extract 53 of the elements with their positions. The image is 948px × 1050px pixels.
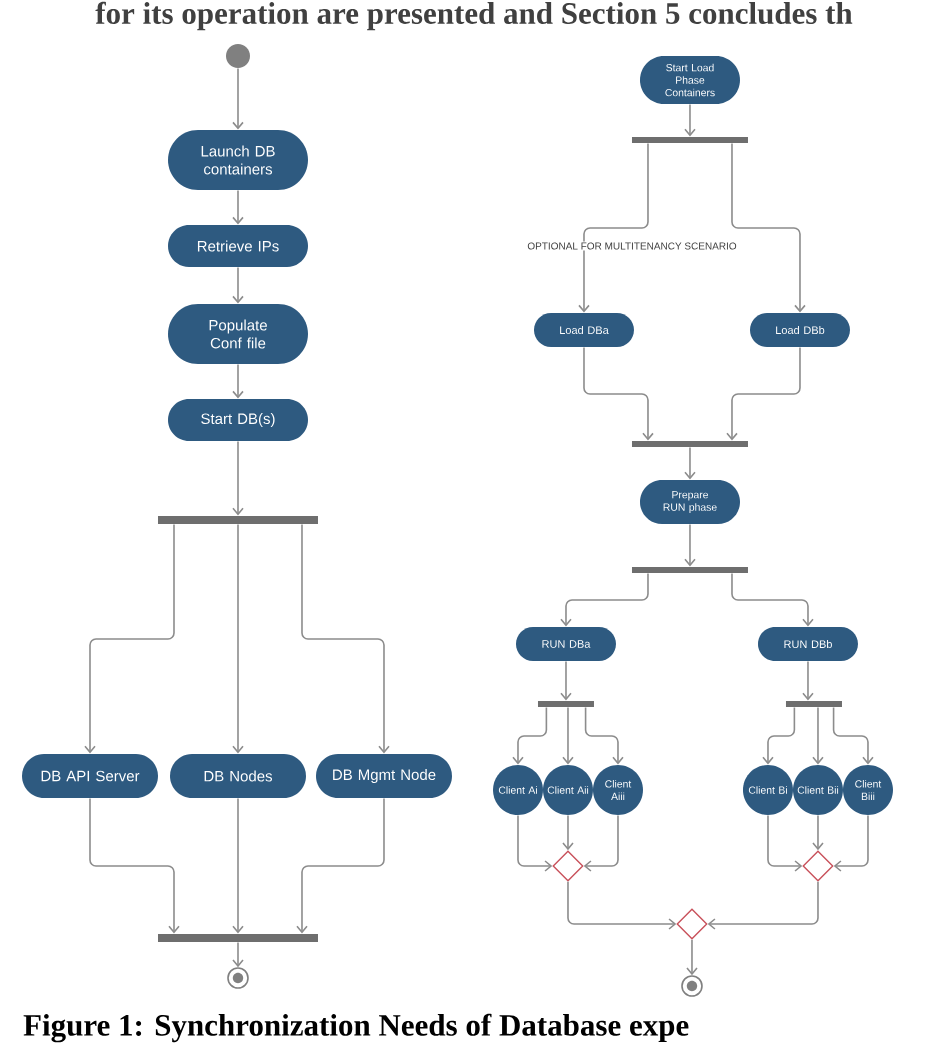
arrow — [584, 706, 624, 765]
arrow — [726, 346, 801, 441]
arrow — [578, 142, 649, 313]
arrow — [232, 363, 244, 399]
start-circle — [226, 44, 250, 68]
arrow — [232, 266, 244, 304]
end-circle — [227, 967, 249, 989]
arrow — [562, 814, 574, 851]
sync-bar — [538, 701, 594, 707]
decision-diamond — [552, 850, 584, 882]
sync-bar — [158, 516, 318, 524]
arrow — [232, 797, 244, 934]
arrow — [562, 706, 574, 765]
sync-bar — [632, 567, 748, 573]
arrow — [301, 523, 390, 754]
arrow — [232, 941, 244, 968]
arrow — [583, 814, 619, 872]
decision-diamond — [676, 908, 708, 940]
arrow — [567, 880, 677, 930]
sync-bar — [158, 934, 318, 942]
arrow — [762, 706, 796, 765]
decision-diamond — [802, 850, 834, 882]
arrow — [232, 440, 244, 516]
sync-bar — [632, 137, 748, 143]
arrow — [232, 189, 244, 225]
sync-bar — [786, 701, 842, 707]
arrow — [832, 706, 874, 765]
arrow — [232, 67, 244, 130]
arrow — [767, 814, 803, 872]
arrow — [812, 706, 824, 765]
arrow — [684, 446, 696, 480]
arrow — [731, 142, 806, 313]
arrow — [89, 797, 180, 934]
arrow — [686, 938, 698, 976]
arrow — [517, 814, 553, 872]
arrow — [707, 880, 819, 930]
arrow — [583, 346, 654, 441]
arrow — [684, 523, 696, 567]
arrow — [812, 814, 824, 851]
arrow — [84, 523, 175, 754]
arrow — [296, 797, 385, 934]
arrow — [833, 814, 869, 872]
arrow — [560, 660, 572, 701]
arrow — [731, 572, 814, 627]
arrow — [560, 572, 649, 627]
caption: Figure 1: Synchronization Needs of Database expe — [23, 1013, 689, 1043]
arrow — [232, 523, 244, 754]
arrow — [512, 706, 548, 765]
sync-bar — [632, 441, 748, 447]
end-circle — [681, 975, 703, 997]
arrow — [802, 660, 814, 701]
body-text: for its operation are presented and Section 5 concludes th — [95, 1, 853, 31]
arrow — [684, 103, 696, 137]
